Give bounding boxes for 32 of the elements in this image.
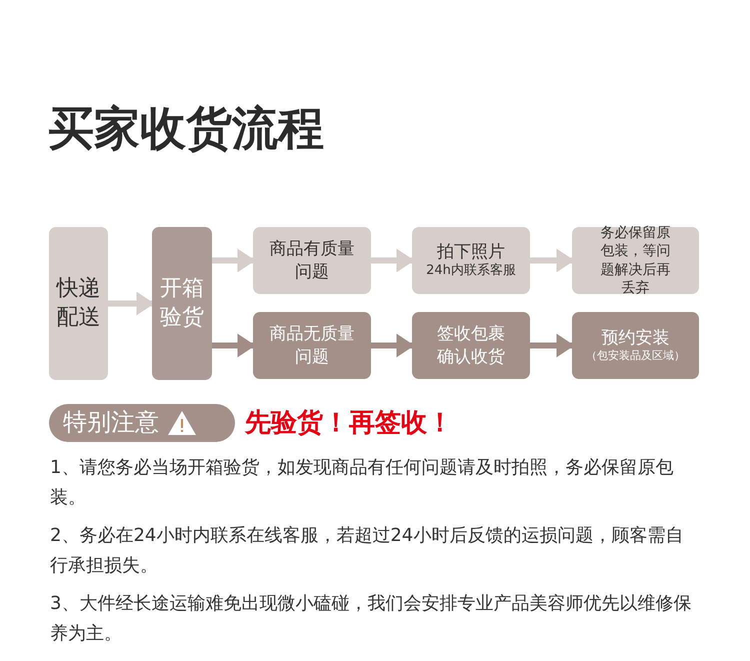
step-box: [572, 227, 699, 294]
step-text: 签收包裹确认收货: [436, 323, 506, 368]
step-box: [412, 312, 530, 379]
step-box: [152, 227, 212, 380]
step-note: 24h内联系客服: [426, 263, 516, 280]
arrow: [530, 334, 574, 358]
step-box: [253, 227, 371, 294]
step-text: 商品有质量问题: [268, 238, 356, 283]
arrow: [108, 292, 154, 316]
arrow: [371, 334, 414, 358]
step-text: 特别注意: [63, 407, 159, 438]
step-box: [49, 227, 108, 380]
page-title: 买家收货流程: [48, 100, 324, 157]
step-text: 商品无质量问题: [268, 323, 356, 368]
note-paragraph: 1、请您务必当场开箱验货，如发现商品有任何问题请及时拍照，务必保留原包装。: [50, 456, 674, 510]
step-text: 预约安装: [602, 327, 670, 350]
arrow: [212, 248, 256, 272]
step-text: 开箱验货: [160, 274, 204, 332]
warning-slogan: 先验货！再签收！: [245, 407, 453, 440]
note-paragraph: 2、务必在24小时内联系在线客服，若超过24小时后反馈的运损问题，顾客需自行承担损失。: [50, 524, 684, 578]
arrow: [530, 248, 574, 272]
arrow: [212, 334, 256, 358]
notice-badge: [49, 404, 235, 442]
step-text: 拍下照片: [437, 241, 505, 263]
step-box: [412, 227, 530, 294]
step-text: 务必保留原包装，等问题解决后再丢弃: [600, 224, 672, 297]
step-text: 快递配送: [56, 274, 100, 332]
note-paragraph: 3、大件经长途运输难免出现微小磕碰，我们会安排专业产品美容师优先以维修保养为主。: [50, 592, 692, 646]
step-box: [572, 312, 699, 379]
step-box: [253, 312, 371, 379]
arrow: [371, 248, 414, 272]
step-note: （包安装品及区域）: [586, 349, 685, 364]
